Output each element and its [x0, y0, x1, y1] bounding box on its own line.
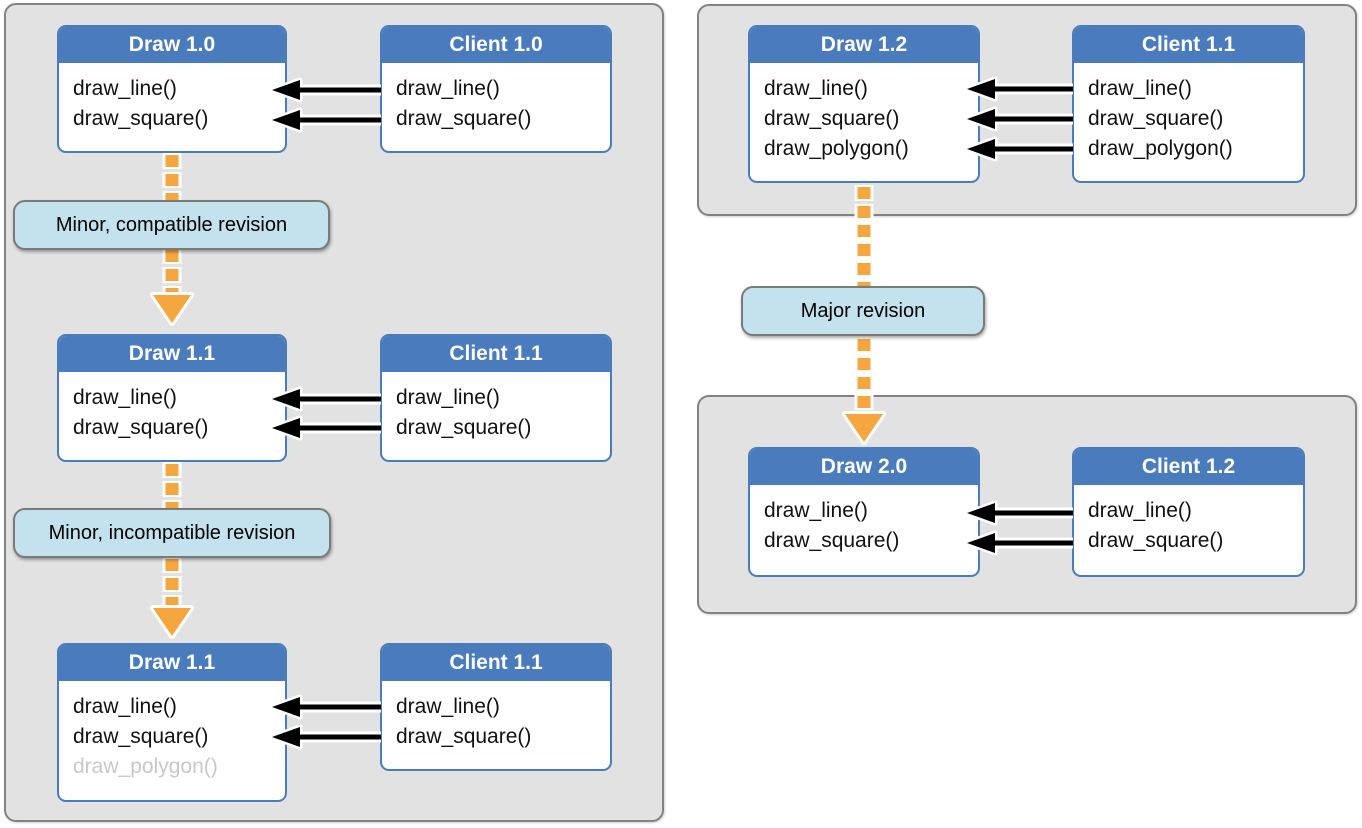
- function-item: draw_square(): [1088, 107, 1224, 130]
- function-item: draw_square(): [396, 725, 532, 748]
- function-item: draw_line(): [73, 386, 177, 409]
- function-item: draw_square(): [764, 529, 900, 552]
- box-title: Draw 1.0: [59, 27, 285, 63]
- function-item: draw_square(): [73, 725, 209, 748]
- revision-label-major: Major revision: [741, 286, 985, 336]
- box-draw-1-0: Draw 1.0 draw_line() draw_square(): [57, 25, 287, 153]
- function-item: draw_square(): [396, 107, 532, 130]
- function-item: draw_line(): [764, 499, 868, 522]
- box-draw-1-1-minor: Draw 1.1 draw_line() draw_square(): [57, 334, 287, 462]
- box-title: Draw 1.1: [59, 336, 285, 372]
- revision-label-minor-incompatible: Minor, incompatible revision: [13, 508, 331, 558]
- box-title: Draw 1.2: [750, 27, 978, 63]
- box-client-1-0: Client 1.0 draw_line() draw_square(): [380, 25, 612, 153]
- function-item: draw_polygon(): [1088, 137, 1233, 160]
- box-title: Draw 1.1: [59, 645, 285, 681]
- function-item: draw_polygon(): [764, 137, 909, 160]
- box-draw-1-1-incompatible: Draw 1.1 draw_line() draw_square() draw_…: [57, 643, 287, 802]
- function-item: draw_square(): [396, 416, 532, 439]
- box-draw-1-2: Draw 1.2 draw_line() draw_square() draw_…: [748, 25, 980, 183]
- function-item: draw_line(): [73, 695, 177, 718]
- box-title: Client 1.1: [1074, 27, 1303, 63]
- box-client-1-2: Client 1.2 draw_line() draw_square(): [1072, 447, 1305, 577]
- function-item: draw_line(): [1088, 77, 1192, 100]
- function-item: draw_line(): [396, 77, 500, 100]
- function-item: draw_line(): [396, 695, 500, 718]
- box-client-1-1-incompatible: Client 1.1 draw_line() draw_square(): [380, 643, 612, 771]
- box-title: Client 1.1: [382, 336, 610, 372]
- function-item: draw_square(): [764, 107, 900, 130]
- function-item: draw_line(): [764, 77, 868, 100]
- function-item: draw_line(): [1088, 499, 1192, 522]
- box-title: Client 1.1: [382, 645, 610, 681]
- function-item: draw_line(): [396, 386, 500, 409]
- function-item: draw_square(): [1088, 529, 1224, 552]
- box-title: Client 1.2: [1074, 449, 1303, 485]
- function-item: draw_line(): [73, 77, 177, 100]
- box-draw-2-0: Draw 2.0 draw_line() draw_square(): [748, 447, 980, 577]
- function-item: draw_square(): [73, 416, 209, 439]
- revision-label-minor-compatible: Minor, compatible revision: [13, 200, 330, 250]
- box-title: Client 1.0: [382, 27, 610, 63]
- box-client-1-1-minor: Client 1.1 draw_line() draw_square(): [380, 334, 612, 462]
- box-title: Draw 2.0: [750, 449, 978, 485]
- function-item-removed: draw_polygon(): [73, 755, 218, 778]
- box-client-1-1-major: Client 1.1 draw_line() draw_square() dra…: [1072, 25, 1305, 183]
- function-item: draw_square(): [73, 107, 209, 130]
